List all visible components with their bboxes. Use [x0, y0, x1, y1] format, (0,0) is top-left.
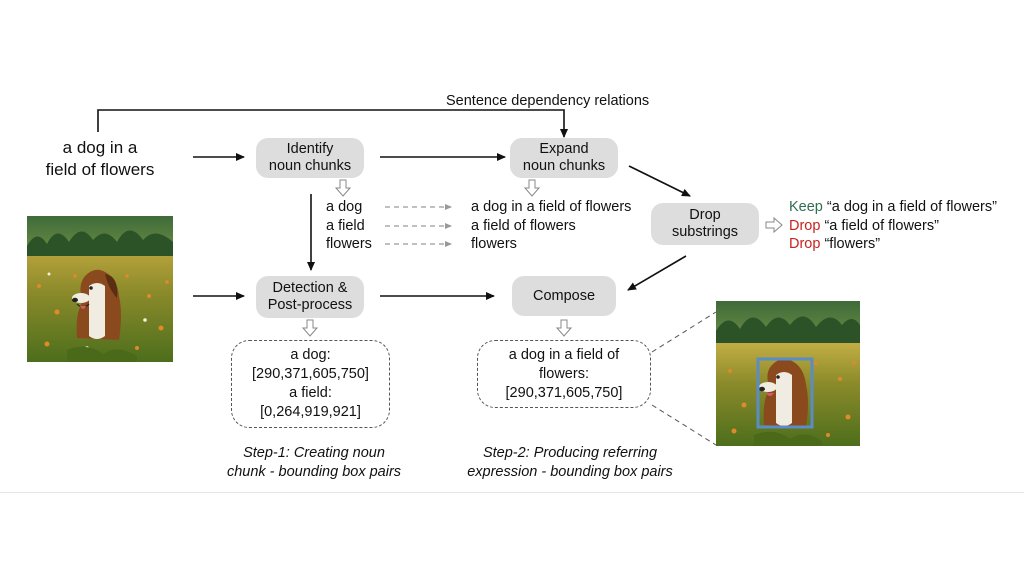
- referring-box: [290,371,605,750]: [505, 384, 623, 401]
- expanded-chunk-3: flowers: [471, 236, 517, 252]
- expand-noun-chunks-box: Expand noun chunks: [510, 138, 618, 178]
- drop-line-1: Drop: [689, 207, 721, 223]
- referring-line-1: a dog in a field of: [508, 346, 620, 363]
- decision-action-2: Drop: [789, 218, 821, 234]
- output-dog-image-with-bbox: [716, 301, 860, 446]
- drop-substrings-box: Drop substrings: [651, 203, 759, 245]
- decision-action-3: Drop: [789, 236, 821, 252]
- step1-caption-line-1: Step-1: Creating noun: [243, 445, 385, 461]
- expanded-chunk-2: a field of flowers: [471, 218, 576, 234]
- zoom-line-top: [651, 311, 717, 353]
- detect-line-2: Post-process: [267, 297, 353, 313]
- step2-caption-line-1: Step-2: Producing referring: [482, 445, 658, 461]
- step1-caption-line-2: chunk - bounding box pairs: [226, 464, 402, 480]
- decision-phrase-2: “a field of flowers”: [824, 218, 939, 234]
- arrow-drop-to-compose: [627, 255, 687, 291]
- detection-box-2: [0,264,919,921]: [260, 404, 361, 420]
- input-sentence: a dog in a field of flowers: [30, 137, 170, 181]
- dependency-relation-line: [97, 109, 568, 138]
- decision-row-1: Keep “a dog in a field of flowers”: [789, 198, 997, 216]
- compose-label: Compose: [532, 287, 596, 304]
- expanded-chunk-1: a dog in a field of flowers: [471, 199, 632, 215]
- noun-chunk-3: flowers: [326, 236, 372, 252]
- identify-noun-chunks-box: Identify noun chunks: [256, 138, 364, 178]
- input-dog-image: [27, 216, 173, 362]
- detection-output-box: a dog: [290,371,605,750] a field: [0,264…: [231, 340, 390, 428]
- drop-line-2: substrings: [671, 224, 739, 240]
- decision-row-3: Drop “flowers”: [789, 235, 880, 253]
- expand-line-1: Expand: [539, 141, 589, 157]
- noun-chunk-1: a dog: [326, 199, 363, 215]
- step2-caption: Step-2: Producing referring expression -…: [452, 444, 688, 482]
- hollow-down-arrow-detect: [301, 319, 319, 337]
- detect-line-1: Detection &: [272, 280, 348, 296]
- hollow-down-arrow-identify: [334, 179, 352, 197]
- decision-phrase-1: “a dog in a field of flowers”: [826, 199, 997, 215]
- relation-label: Sentence dependency relations: [446, 93, 650, 109]
- detection-postprocess-box: Detection & Post-process: [256, 276, 364, 318]
- zoom-line-bottom: [651, 404, 717, 446]
- arrow-expand-to-drop: [628, 165, 691, 197]
- compose-box: Compose: [512, 276, 616, 316]
- step1-caption: Step-1: Creating noun chunk - bounding b…: [208, 444, 420, 482]
- identify-line-1: Identify: [286, 141, 334, 157]
- identify-line-2: noun chunks: [268, 158, 352, 174]
- bbox-rectangle: [756, 357, 814, 429]
- expand-line-2: noun chunks: [522, 158, 606, 174]
- step2-caption-line-2: expression - bounding box pairs: [467, 464, 673, 480]
- decision-phrase-3: “flowers”: [824, 236, 881, 252]
- noun-chunk-2: a field: [326, 218, 365, 234]
- decision-row-2: Drop “a field of flowers”: [789, 217, 939, 235]
- hollow-right-arrow-drop: [765, 216, 783, 234]
- referring-output-box: a dog in a field of flowers: [290,371,60…: [477, 340, 651, 408]
- hollow-down-arrow-expand: [523, 179, 541, 197]
- detection-label-2: a field:: [289, 385, 332, 401]
- decision-action-1: Keep: [789, 199, 823, 215]
- detection-label-1: a dog:: [290, 347, 331, 363]
- input-line-2: field of flowers: [45, 160, 155, 179]
- input-line-1: a dog in a: [62, 138, 138, 157]
- referring-line-2: flowers:: [539, 365, 589, 382]
- detection-box-1: [290,371,605,750]: [252, 366, 369, 382]
- bottom-divider: [0, 492, 1024, 493]
- hollow-down-arrow-compose: [555, 319, 573, 337]
